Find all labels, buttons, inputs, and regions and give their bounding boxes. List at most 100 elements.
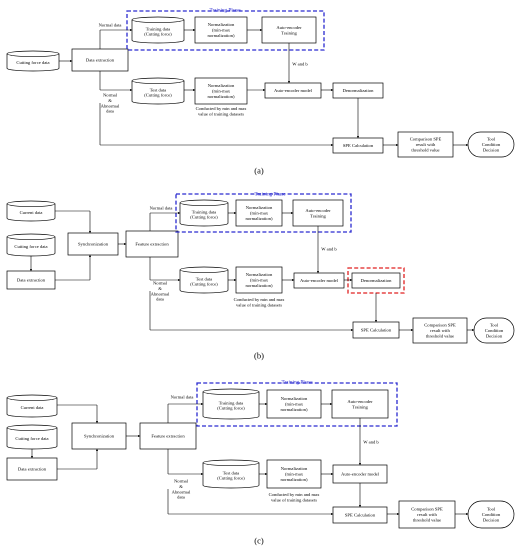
- b-data-extraction-box-label-line: Data extraction: [17, 278, 46, 283]
- b-conducted-note-line: Conducted by min and max: [234, 297, 285, 302]
- c-spe-box-label: SPE Calculation: [345, 513, 376, 518]
- c-normalization-train-box-label-line: Normalization: [281, 396, 308, 401]
- b-caption: (b): [254, 351, 264, 361]
- b-ae-model-box-label: Auto-encoder model: [300, 278, 339, 283]
- c-feature-box: [139, 422, 197, 450]
- b-training-data-cyl-label: Training data(Cutting force): [190, 209, 218, 219]
- c-training-phase-label-line: Training Phase: [281, 380, 313, 386]
- a-caption: (a): [254, 166, 264, 176]
- a-test-data-cyl-label-line: Test data: [150, 87, 166, 92]
- b-training-data-cyl-label-line: Training data: [192, 209, 216, 214]
- c-training-data-cyl: [202, 388, 260, 420]
- c-data-extraction-box-label-line: Data extraction: [18, 467, 47, 472]
- c-training-data-cyl-rim: [202, 391, 260, 395]
- c-normalization-test-box-label-line: (min-max: [285, 472, 304, 477]
- c-ae-training-box-label-line: Training: [352, 404, 368, 409]
- b-normal-abnormal-label-line: Normal: [153, 281, 168, 286]
- b-decision-terminal-label-line: Decision: [486, 334, 503, 339]
- b-ae-training-box-label-line: Auto-encoder: [305, 208, 331, 213]
- b-spe-box-label: SPE Calculation: [361, 328, 392, 333]
- a-training-data-cyl-label: Training data(Cutting force): [144, 26, 172, 36]
- b-w-and-b-label: W and b: [321, 247, 337, 252]
- a-normalization-train-box-label-line: normalization): [207, 33, 235, 38]
- c-current-data-cyl-rim: [6, 397, 58, 401]
- a-normalization-train-box: [194, 16, 248, 44]
- c-decision-terminal-label-line: Tool: [487, 507, 496, 512]
- c-cutting-force-cyl: [6, 424, 58, 450]
- a-data-extraction-box-label: Data extraction: [86, 58, 115, 63]
- b-normalization-test-box-label-line: Normalization: [246, 272, 273, 277]
- b-feature-box: [125, 230, 179, 258]
- a-test-data-cyl-rim: [131, 80, 185, 84]
- c-cutting-force-cyl-label: Cutting force data: [15, 436, 48, 441]
- a-cutting-force-cyl-label-line: Cutting force data: [16, 60, 49, 65]
- c-spe-box-label-line: SPE Calculation: [345, 513, 376, 518]
- a-comparison-box: [397, 131, 454, 158]
- b-spe-box-label-line: SPE Calculation: [361, 328, 392, 333]
- a-denormalization-box-label-line: Denormalization: [343, 88, 375, 93]
- b-test-data-cyl-label-line: Test data: [196, 276, 212, 281]
- b-test-data-cyl: [179, 266, 229, 294]
- a-normalization-test-box-label-line: (min-max: [212, 89, 231, 94]
- b-cutting-force-cyl-label-line: Cutting force data: [14, 244, 47, 249]
- c-training-data-cyl-label-line: (Cutting force): [217, 406, 245, 411]
- a-decision-terminal-label-line: Decision: [483, 148, 500, 153]
- c-training-phase-box: [196, 382, 398, 427]
- a-spe-box: [332, 137, 384, 154]
- a-spe-box-label: SPE Calculation: [343, 143, 374, 148]
- c-training-phase-label: Training Phase: [281, 380, 313, 386]
- c-decision-terminal-label-line: Condition: [482, 512, 501, 517]
- c-conducted-note-line: Conducted by min and max: [269, 492, 320, 497]
- b-normal-abnormal-label-line: data: [156, 297, 164, 302]
- a-training-data-cyl-label-line: Training data: [146, 26, 170, 31]
- a-normal-data-label-line: Normal data: [99, 23, 122, 28]
- b-normalization-test-box-label-line: (min-max: [250, 278, 269, 283]
- b-cutting-force-cyl-rim: [6, 236, 56, 240]
- c-cutting-force-cyl-label-line: Cutting force data: [15, 436, 48, 441]
- c-normalization-train-box-label-line: (min-max: [285, 402, 304, 407]
- b-denormalization-box-label-line: Denormalization: [361, 278, 393, 283]
- b-decision-terminal-label-line: Tool: [490, 323, 499, 328]
- b-normalization-train-box-label-line: normalization): [245, 216, 273, 221]
- a-ae-model-box-label-line: Auto-encoder model: [274, 88, 313, 93]
- a-ae-training-box-label-line: Auto-encoder: [276, 25, 302, 30]
- b-test-data-cyl-label: Test data(Cutting force): [190, 276, 218, 286]
- b-current-data-cyl-label-line: Current data: [20, 210, 43, 215]
- c-data-extraction-box-label: Data extraction: [18, 467, 47, 472]
- a-normal-abnormal-label-line: data: [106, 109, 114, 114]
- c-comparison-box-label-line: result with: [417, 512, 437, 517]
- b-normal-abnormal-label-line: &: [158, 286, 162, 291]
- b-test-data-cyl-label-line: (Cutting force): [190, 282, 218, 287]
- a-decision-terminal-label-line: Condition: [482, 142, 501, 147]
- b-cutting-force-cyl-label: Cutting force data: [14, 244, 47, 249]
- a-denormalization-box-label: Denormalization: [343, 88, 375, 93]
- b-data-extraction-box-label: Data extraction: [17, 278, 46, 283]
- b-comparison-box-label-line: Comparison SPE: [424, 323, 456, 328]
- a-training-data-cyl: [131, 16, 185, 44]
- a-training-data-cyl-rim: [131, 19, 185, 23]
- c-comparison-box-label-line: Comparison SPE: [411, 507, 443, 512]
- c-feature-box-label: Feature extraction: [151, 434, 185, 439]
- c-test-data-cyl-label-line: Test data: [223, 470, 239, 475]
- b-sync-box-label: Synchronization: [78, 242, 109, 247]
- b-ae-training-box-label-line: Training: [310, 213, 326, 218]
- c-w-and-b-label: W and b: [363, 440, 379, 445]
- a-normalization-train-box-label-line: Normalization: [208, 22, 235, 27]
- b-normalization-test-box-label-line: normalization): [245, 283, 273, 288]
- a-test-data-cyl-label: Test data(Cutting force): [144, 87, 172, 97]
- c-decision-terminal-label-line: Decision: [483, 518, 500, 523]
- b-test-data-cyl-rim: [179, 269, 229, 273]
- a-cutting-force-cyl-rim: [6, 53, 60, 57]
- c-normal-abnormal-label-line: Normal: [174, 479, 189, 484]
